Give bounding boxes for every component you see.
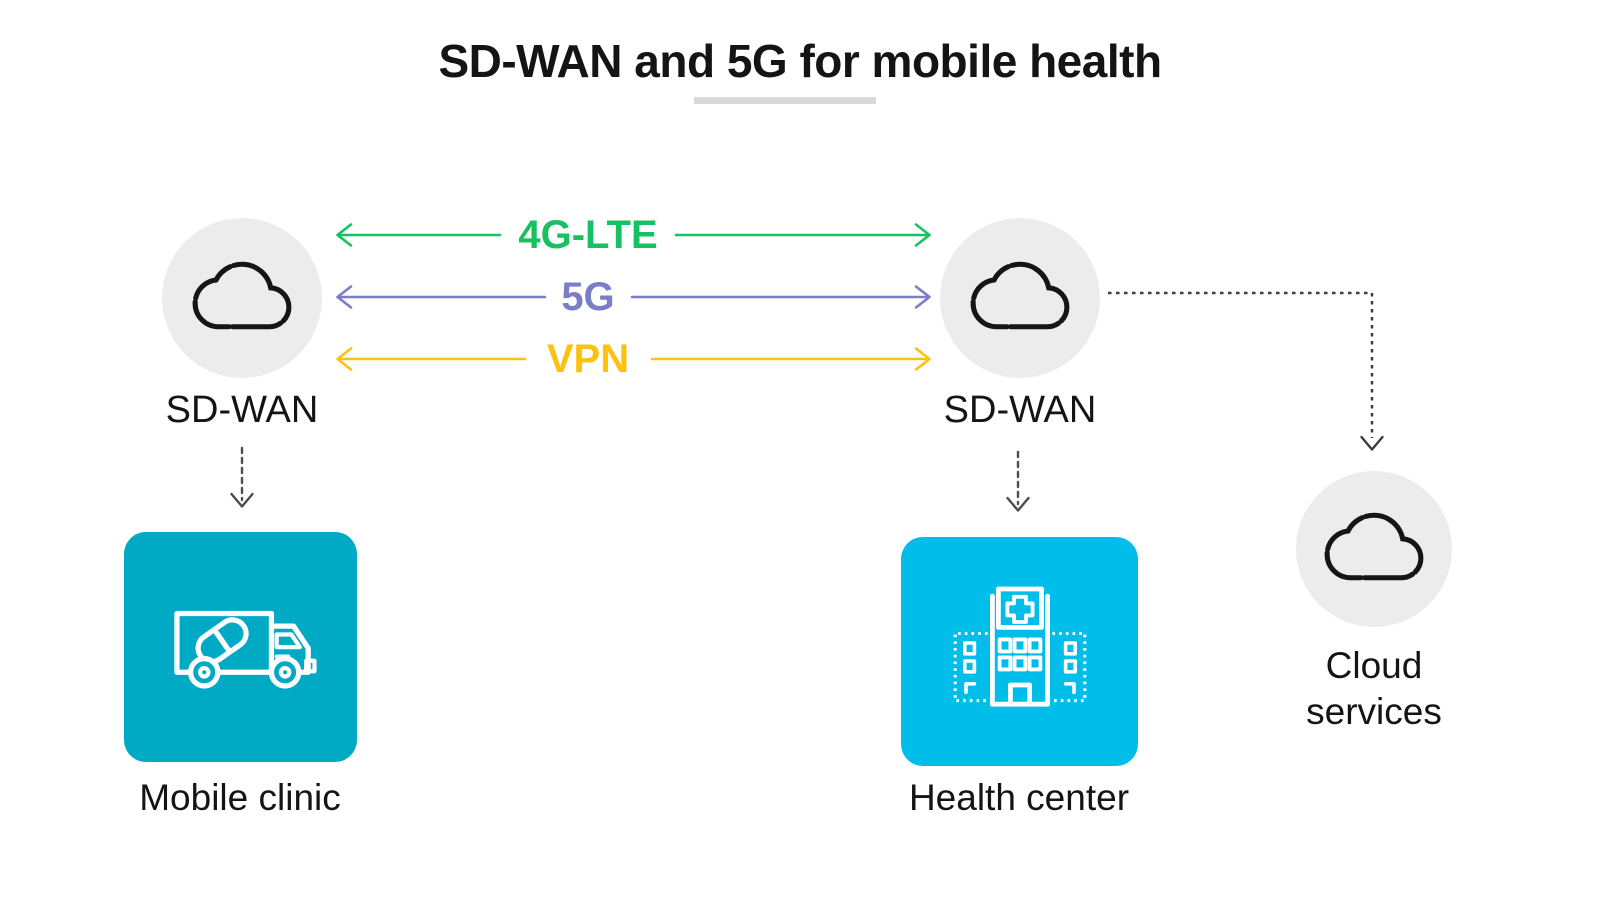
cloud-services-node: [1296, 471, 1452, 627]
page-title: SD-WAN and 5G for mobile health: [438, 35, 1162, 87]
cloud-icon: [970, 261, 1070, 335]
link-label-5g: 5G: [561, 275, 615, 319]
title-underline: [694, 97, 876, 104]
sdwan-left-label: SD-WAN: [165, 389, 319, 431]
link-5g-arrow: [336, 285, 931, 309]
link-4g-lte-arrow: [336, 223, 931, 247]
health-center-label: Health center: [908, 777, 1130, 818]
dashed-arrow-right: [1006, 450, 1030, 512]
cloud-icon: [1324, 512, 1424, 586]
cloud-icon: [192, 261, 292, 335]
hospital-icon: [924, 577, 1116, 726]
cloud-services-label: Cloud services: [1306, 645, 1442, 732]
dashed-arrow-left: [230, 446, 254, 508]
sdwan-left-node: [162, 218, 322, 378]
dotted-elbow-cloud: [1108, 291, 1384, 451]
sdwan-right-label: SD-WAN: [943, 389, 1097, 431]
mobile-clinic-label: Mobile clinic: [139, 777, 341, 818]
link-label-vpn: VPN: [546, 337, 630, 381]
medical-truck-icon: [162, 582, 320, 713]
link-label-4g-lte: 4G-LTE: [518, 213, 658, 257]
mobile-clinic-box: [124, 532, 357, 762]
link-vpn-arrow: [336, 347, 931, 371]
health-center-box: [901, 537, 1138, 766]
sdwan-right-node: [940, 218, 1100, 378]
